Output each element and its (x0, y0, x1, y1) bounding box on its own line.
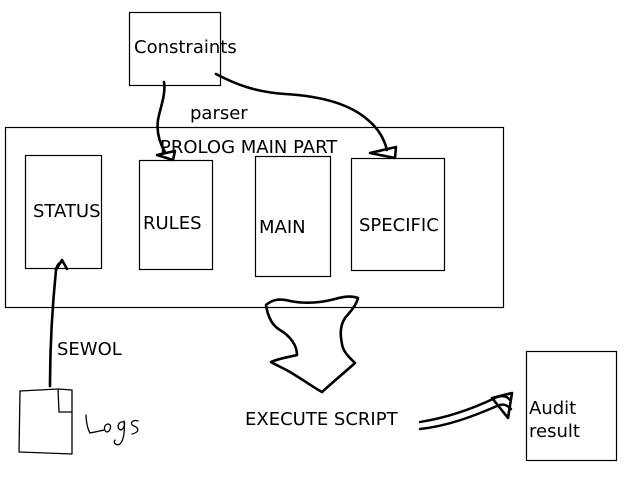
arrow-main-to-execute (264, 295, 360, 394)
parser-label: parser (190, 103, 248, 124)
audit-label-line1: Audit (529, 398, 576, 419)
specific-box (350, 157, 446, 272)
execute-script-label: EXECUTE SCRIPT (245, 409, 399, 430)
audit-result-node: Audit result (525, 350, 618, 462)
arrow-constraints-to-specific (214, 72, 398, 160)
rules-module: RULES (138, 159, 214, 271)
main-label: MAIN (259, 217, 306, 238)
main-module: MAIN (254, 155, 332, 278)
arrow-execute-to-audit (418, 391, 514, 431)
audit-label-line2: result (529, 421, 580, 442)
rules-label: RULES (143, 213, 202, 234)
specific-label: SPECIFIC (359, 215, 439, 236)
status-label: STATUS (33, 201, 101, 222)
logs-handwritten-label (85, 414, 139, 446)
constraints-label: Constraints (134, 37, 237, 58)
prolog-main-label: PROLOG MAIN PART (160, 137, 338, 158)
arrow-constraints-to-rules (155, 80, 177, 162)
logs-document-icon (18, 388, 73, 455)
arrow-logs-to-status (48, 258, 69, 388)
prolog-main-box (4, 126, 505, 309)
main-box (254, 155, 332, 278)
sewol-label: SEWOL (57, 339, 122, 360)
constraints-node: Constraints (128, 11, 237, 87)
audit-result-box (525, 350, 618, 462)
prolog-main-container: PROLOG MAIN PART (4, 126, 505, 309)
rules-box (138, 159, 214, 271)
constraints-box (128, 11, 222, 87)
specific-module: SPECIFIC (350, 157, 446, 272)
status-module: STATUS (24, 154, 103, 270)
status-box (24, 154, 103, 270)
